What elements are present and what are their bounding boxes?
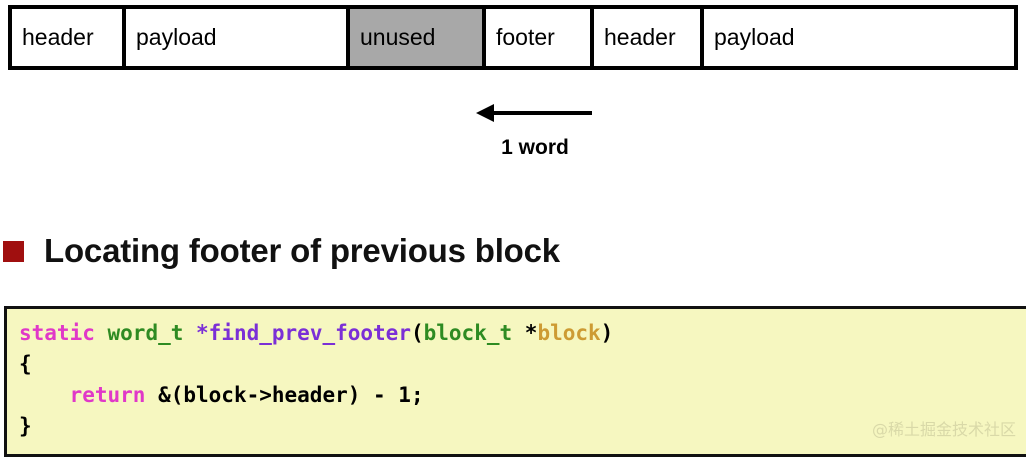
code-line-2: { xyxy=(19,349,1026,380)
heading-text: Locating footer of previous block xyxy=(44,232,560,269)
diagram-cell-payload-1: payload xyxy=(126,9,350,66)
code-token-var: block xyxy=(537,321,601,345)
diagram-cell-footer-3: footer xyxy=(486,9,594,66)
code-token-kw: static xyxy=(19,321,95,345)
diagram-cell-label: unused xyxy=(360,24,436,50)
diagram-cell-label: payload xyxy=(136,24,217,50)
code-token-plain xyxy=(183,321,196,345)
diagram-cell-label: payload xyxy=(714,24,795,50)
bullet-square-icon xyxy=(3,240,24,262)
code-token-plain: ( xyxy=(410,321,424,345)
diagram-cell-label: footer xyxy=(496,24,555,50)
code-token-plain: &(block->header) - 1; xyxy=(145,383,424,407)
code-token-plain: } xyxy=(19,414,32,438)
diagram-cell-unused-2: unused xyxy=(350,9,486,66)
code-token-plain: ) xyxy=(600,321,614,345)
code-line-4: } xyxy=(19,411,1026,442)
code-lines: static word_t *find_prev_footer(block_t … xyxy=(7,309,1026,442)
code-block: static word_t *find_prev_footer(block_t … xyxy=(4,306,1026,457)
diagram-cell-label: header xyxy=(22,24,94,50)
memory-block-diagram: header payload unused footer header payload xyxy=(8,5,1018,70)
diagram-cell-label: header xyxy=(604,24,676,50)
diagram-cell-payload-5: payload xyxy=(704,9,1014,66)
one-word-caption: 1 word xyxy=(501,136,569,159)
code-token-plain: * xyxy=(512,321,538,345)
diagram-cell-header-4: header xyxy=(594,9,704,66)
code-token-type: word_t xyxy=(107,321,184,345)
code-line-3: return &(block->header) - 1; xyxy=(19,380,1026,411)
code-token-plain xyxy=(95,321,108,345)
left-arrow-icon xyxy=(476,104,592,122)
one-word-annotation: 1 word xyxy=(470,98,605,178)
code-line-1: static word_t *find_prev_footer(block_t … xyxy=(19,318,1026,349)
slide-heading: Locating footer of previous block xyxy=(0,232,560,270)
code-token-plain: { xyxy=(19,352,32,376)
diagram-cell-header-0: header xyxy=(12,9,126,66)
code-token-kw: return xyxy=(69,383,146,407)
code-token-plain xyxy=(19,383,70,407)
code-token-type: block_t xyxy=(423,321,513,345)
watermark-text: @稀土掘金技术社区 xyxy=(871,420,1016,439)
code-token-fn: *find_prev_footer xyxy=(196,321,411,345)
